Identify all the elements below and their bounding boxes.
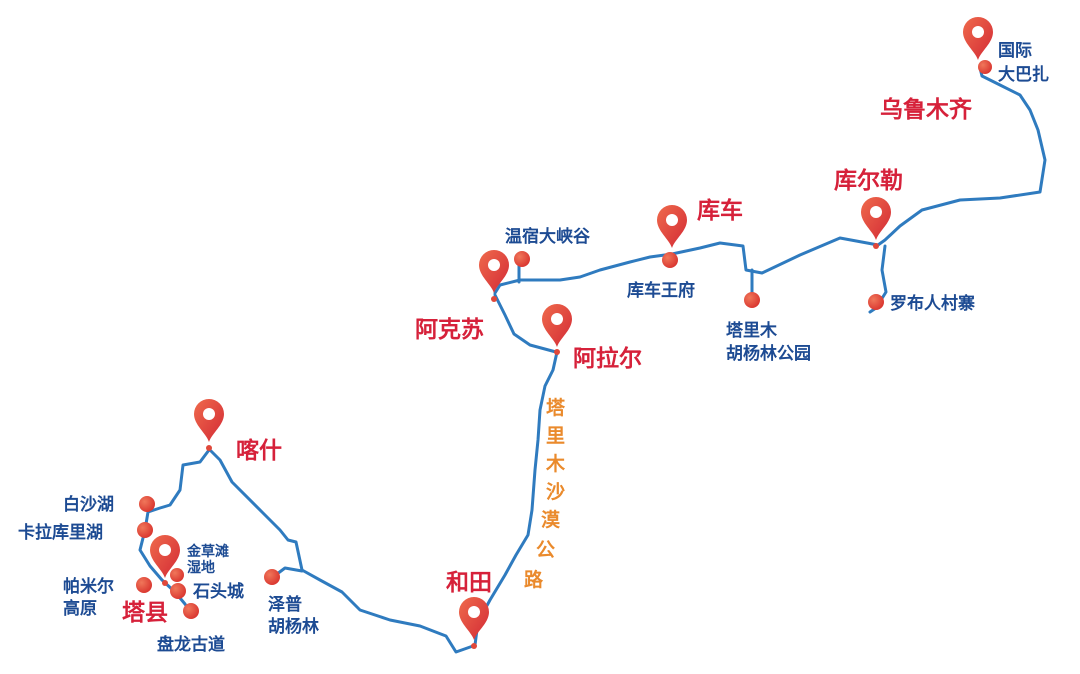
- spot-label-zepu: 胡杨林: [268, 616, 319, 637]
- spot-label-stone-city: 石头城: [192, 582, 244, 602]
- spot-label-tarim: 塔里木: [726, 320, 778, 341]
- road-char: 沙: [546, 481, 565, 503]
- road-char: 里: [546, 425, 565, 447]
- spot-dot-baisha[interactable]: [139, 496, 155, 512]
- city-label-kashgar: 喀什: [236, 438, 282, 464]
- spot-dot-panlong[interactable]: [183, 603, 199, 619]
- city-label-hotan: 和田: [446, 570, 492, 596]
- spot-label-jincaotan: 金草滩: [186, 543, 229, 560]
- city-label-kuqa: 库车: [697, 197, 743, 224]
- pin-icon-urumqi[interactable]: [963, 17, 993, 60]
- spot-label-panlong: 盘龙古道: [157, 634, 225, 655]
- spot-label-pamir: 高原: [63, 598, 97, 619]
- pin-icon-hotan[interactable]: [459, 597, 489, 640]
- spot-label-baisha: 白沙湖: [63, 494, 114, 515]
- spot-label-zepu: 泽普: [268, 594, 302, 615]
- pin-icon-kashgar[interactable]: [194, 399, 224, 442]
- spot-label-dabazha: 国际: [998, 41, 1032, 61]
- route-urumqi-korla: [876, 66, 1047, 247]
- spot-label-karakul: 卡拉库里湖: [18, 522, 103, 543]
- spot-dot-kuqa-palace[interactable]: [662, 252, 678, 268]
- spot-label-kuqa-palace: 库车王府: [627, 280, 695, 301]
- spot-dot-stone-city[interactable]: [170, 583, 186, 599]
- desert-highway-label: 塔 里 木 沙 漠 公 路: [524, 396, 566, 591]
- city-label-alar: 阿拉尔: [573, 345, 642, 372]
- city-label-urumqi: 乌鲁木齐: [880, 96, 973, 123]
- pin-icon-korla[interactable]: [861, 197, 891, 240]
- spot-label-tarim: 胡杨林公园: [726, 343, 811, 364]
- spot-dots: [136, 60, 992, 619]
- city-label-korla: 库尔勒: [834, 167, 903, 194]
- road-char: 木: [545, 452, 566, 475]
- spot-dot-dabazha[interactable]: [978, 60, 992, 74]
- city-label-taxian: 塔县: [122, 600, 168, 626]
- route-desert-highway: [473, 350, 559, 647]
- road-char: 路: [524, 568, 544, 591]
- spot-dot-luobu[interactable]: [868, 294, 884, 310]
- city-pins: [150, 17, 993, 649]
- road-char: 公: [536, 539, 555, 561]
- pin-icon-aksu[interactable]: [479, 250, 509, 293]
- spot-dot-wensu[interactable]: [514, 251, 530, 267]
- spot-label-luobu: 罗布人村寨: [890, 293, 975, 314]
- route-hotan-kashgar: [208, 448, 475, 654]
- spot-label-dabazha: 大巴扎: [998, 64, 1049, 85]
- spot-dot-karakul[interactable]: [137, 522, 153, 538]
- spot-dot-zepu[interactable]: [264, 569, 280, 585]
- spot-labels: 国际 大巴扎 罗布人村寨 塔里木 胡杨林公园 库车王府 温宿大峡谷 白沙湖 卡拉…: [18, 41, 1049, 655]
- road-char: 塔: [546, 396, 566, 419]
- city-labels: 乌鲁木齐 库尔勒 库车 阿克苏 阿拉尔 和田 喀什 塔县: [122, 96, 973, 626]
- route-aksu-alar: [493, 293, 558, 354]
- spot-label-wensu: 温宿大峡谷: [505, 226, 591, 247]
- road-char: 漠: [541, 508, 561, 531]
- pin-icon-kuqa[interactable]: [657, 205, 687, 248]
- spot-dot-jincaotan[interactable]: [170, 568, 184, 582]
- pin-icon-alar[interactable]: [542, 304, 572, 347]
- spot-label-jincaotan: 湿地: [187, 559, 215, 576]
- spot-dot-tarim[interactable]: [744, 292, 760, 308]
- city-label-aksu: 阿克苏: [415, 316, 484, 343]
- spot-label-pamir: 帕米尔: [63, 576, 114, 597]
- spot-dot-pamir[interactable]: [136, 577, 152, 593]
